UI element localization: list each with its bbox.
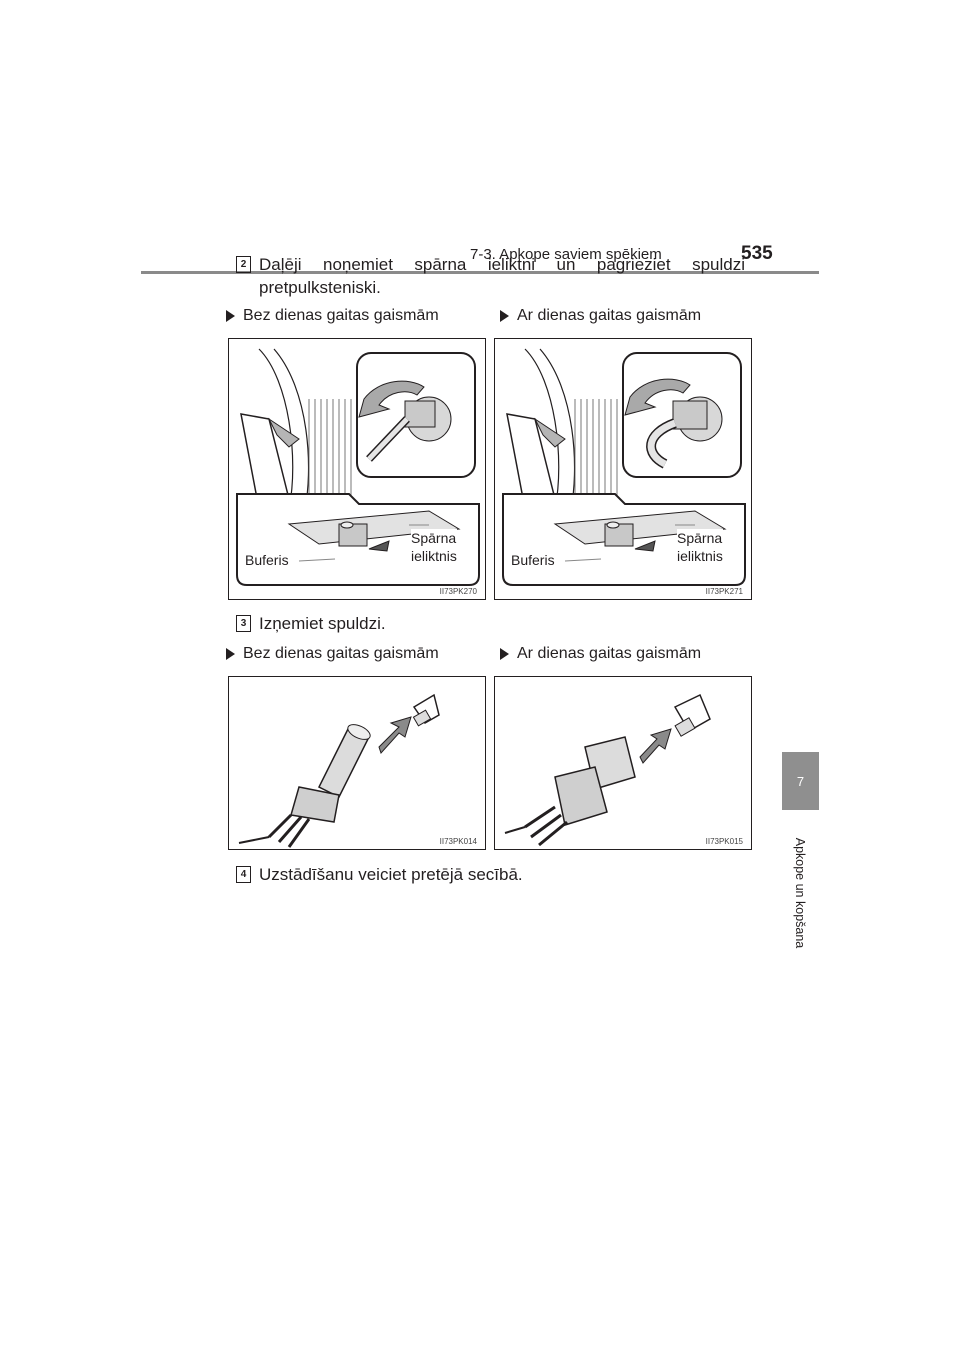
callout-line: ieliktnis	[411, 548, 457, 564]
step-3-text: Izņemiet spuldzi.	[259, 614, 386, 633]
bulb-socket-illustration	[238, 693, 440, 848]
word: Daļēji	[259, 255, 302, 274]
section-title: 7-3. Apkope saviem spēkiem	[470, 246, 662, 263]
figure-code: II73PK270	[439, 587, 477, 596]
figure-code: II73PK015	[705, 837, 743, 846]
callout-bumper: Buferis	[511, 551, 555, 569]
word: spārna	[414, 255, 467, 274]
callout-line: Spārna	[411, 530, 457, 546]
label-text: Ar dienas gaitas gaismām	[517, 645, 702, 662]
figure-remove-socket-without-drl: Buferis Spārna ieliktnis II73PK270	[228, 338, 486, 600]
label-text: Bez dienas gaitas gaismām	[243, 645, 439, 662]
label-text: Bez dienas gaitas gaismām	[243, 307, 439, 324]
label-without-drl-1: Bez dienas gaitas gaismām	[226, 307, 439, 325]
figure-code: II73PK014	[439, 837, 477, 846]
callout-line: ieliktnis	[677, 548, 723, 564]
header-rule	[141, 271, 819, 274]
step-2-text-line1: Daļēji noņemiet spārna ieliktni un pagri…	[259, 255, 745, 275]
bulb-socket-drl-illustration	[504, 693, 711, 847]
step-4-text: Uzstādīšanu veiciet pretējā secībā.	[259, 865, 523, 884]
triangle-bullet-icon	[500, 309, 509, 322]
chapter-number: 7	[796, 773, 805, 789]
label-without-drl-2: Bez dienas gaitas gaismām	[226, 645, 439, 663]
callout-line: Spārna	[677, 530, 723, 546]
word: ieliktni	[487, 255, 536, 274]
step-4-number: 4	[236, 866, 251, 883]
label-with-drl-2: Ar dienas gaitas gaismām	[500, 645, 701, 663]
word: pagrieziet	[596, 255, 671, 274]
callout-bumper: Buferis	[245, 551, 289, 569]
step-2-number: 2	[236, 256, 251, 273]
step-3-number: 3	[236, 615, 251, 632]
triangle-bullet-icon	[226, 647, 235, 660]
step-2-text-line2: pretpulksteniski.	[259, 278, 381, 297]
figure-code: II73PK271	[705, 587, 743, 596]
chapter-side-title: Apkope un kopšana	[780, 818, 820, 968]
label-with-drl-1: Ar dienas gaitas gaismām	[500, 307, 701, 325]
figure-remove-bulb-with-drl: II73PK015	[494, 676, 752, 850]
page-number: 535	[741, 243, 773, 264]
chapter-title: Apkope un kopšana	[793, 837, 807, 949]
triangle-bullet-icon	[226, 309, 235, 322]
label-text: Ar dienas gaitas gaismām	[517, 307, 702, 324]
figure-remove-socket-with-drl: Buferis Spārna ieliktnis II73PK271	[494, 338, 752, 600]
word: spuldzi	[692, 255, 745, 274]
word: un	[556, 255, 576, 274]
callout-fender-liner: Spārna ieliktnis	[411, 529, 457, 565]
callout-fender-liner: Spārna ieliktnis	[677, 529, 723, 565]
word: noņemiet	[322, 255, 393, 274]
figure-remove-bulb-without-drl: II73PK014	[228, 676, 486, 850]
chapter-tab: 7	[782, 752, 819, 810]
triangle-bullet-icon	[500, 647, 509, 660]
